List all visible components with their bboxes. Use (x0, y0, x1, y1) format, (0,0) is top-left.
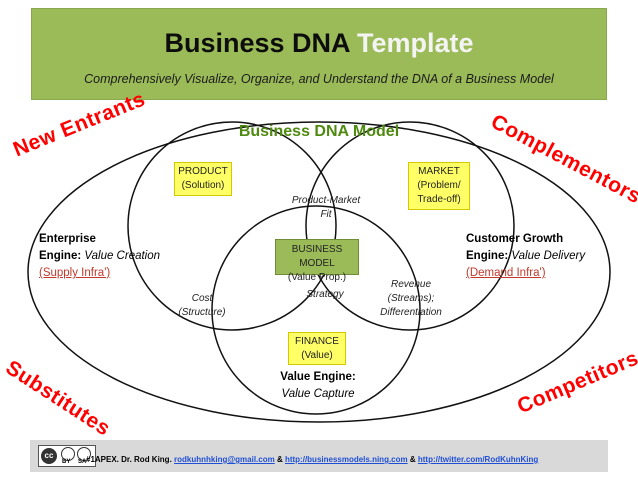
customer-growth-engine-value: Value Delivery (511, 250, 586, 262)
product-market-fit-note: Product-Market Fit (278, 194, 374, 222)
revenue-line2: (Streams); (387, 293, 435, 304)
bottom-circle (211, 205, 421, 415)
footer-email-link[interactable]: rodkuhnhking@gmail.com (174, 455, 275, 464)
enterprise-engine: Enterprise Engine: Value Creation (Suppl… (39, 231, 160, 282)
customer-growth-engine-label: Engine: (466, 250, 509, 262)
license-by-text: BY (62, 459, 71, 465)
cost-line1: Cost (191, 293, 213, 304)
title-main: Business DNA (164, 28, 350, 58)
market-box: MARKET (Problem/ Trade-off) (408, 162, 470, 210)
value-engine: Value Engine: Value Capture (260, 369, 376, 403)
business-model-subtitle: (Value Prop.) (287, 272, 347, 283)
enterprise-engine-value: Value Creation (84, 250, 161, 262)
finance-box-title: FINANCE (295, 336, 339, 347)
right-circle (305, 121, 515, 331)
sa-icon (77, 447, 91, 461)
page-title: Business DNA Template (0, 28, 638, 59)
product-market-fit-line2: Fit (320, 209, 332, 220)
cc-icon: cc (41, 448, 57, 464)
finance-box: FINANCE (Value) (288, 332, 346, 365)
footer-bar (30, 440, 608, 472)
product-box-title: PRODUCT (178, 166, 228, 177)
revenue-line1: Revenue (390, 279, 432, 290)
footer-sep-1: & (274, 455, 285, 464)
market-box-title: MARKET (418, 166, 460, 177)
footer-credits: #1APEX. Dr. Rod King. rodkuhnhking@gmail… (86, 455, 538, 464)
by-icon (61, 447, 75, 461)
revenue-line3: Differentiation (380, 307, 442, 318)
product-market-fit-line1: Product-Market (291, 195, 361, 206)
product-box: PRODUCT (Solution) (174, 162, 232, 196)
cost-line2: (Structure) (178, 307, 226, 318)
value-engine-title: Value Engine: (280, 371, 356, 383)
customer-growth-engine-title: Customer Growth (466, 233, 564, 245)
cost-note: Cost (Structure) (170, 292, 234, 320)
cc-license-badge[interactable]: cc BY SA (38, 445, 96, 467)
footer-twitter-link[interactable]: http://twitter.com/RodKuhnKing (417, 455, 539, 464)
enterprise-engine-label: Engine: (39, 250, 82, 262)
supply-infra-link[interactable]: (Supply Infra') (39, 267, 111, 279)
page-subtitle: Comprehensively Visualize, Organize, and… (84, 72, 554, 86)
business-model-box: BUSINESS MODEL (Value Prop.) (275, 239, 359, 283)
left-circle (127, 121, 337, 331)
product-box-subtitle: (Solution) (181, 180, 225, 191)
header-banner (31, 8, 607, 100)
market-box-line3: Trade-off) (417, 194, 461, 205)
enterprise-engine-title: Enterprise (39, 233, 96, 245)
finance-box-subtitle: (Value) (301, 350, 333, 361)
model-title: Business DNA Model (238, 123, 400, 140)
market-box-line2: (Problem/ (417, 180, 461, 191)
title-accent: Template (357, 28, 474, 58)
license-sa-text: SA (78, 459, 87, 465)
outer-ellipse (27, 121, 611, 423)
footer-site-link[interactable]: http://businessmodels.ning.com (284, 455, 408, 464)
customer-growth-engine: Customer Growth Engine: Value Delivery (… (466, 231, 585, 282)
strategy-note: Strategy (306, 289, 344, 300)
value-engine-value: Value Capture (281, 388, 355, 400)
revenue-note: Revenue (Streams); Differentiation (366, 278, 456, 320)
business-model-title: BUSINESS MODEL (291, 244, 343, 269)
footer-sep-2: & (407, 455, 418, 464)
footer-author: #1APEX. Dr. Rod King. (86, 455, 175, 464)
demand-infra-link[interactable]: (Demand Infra') (466, 267, 546, 279)
